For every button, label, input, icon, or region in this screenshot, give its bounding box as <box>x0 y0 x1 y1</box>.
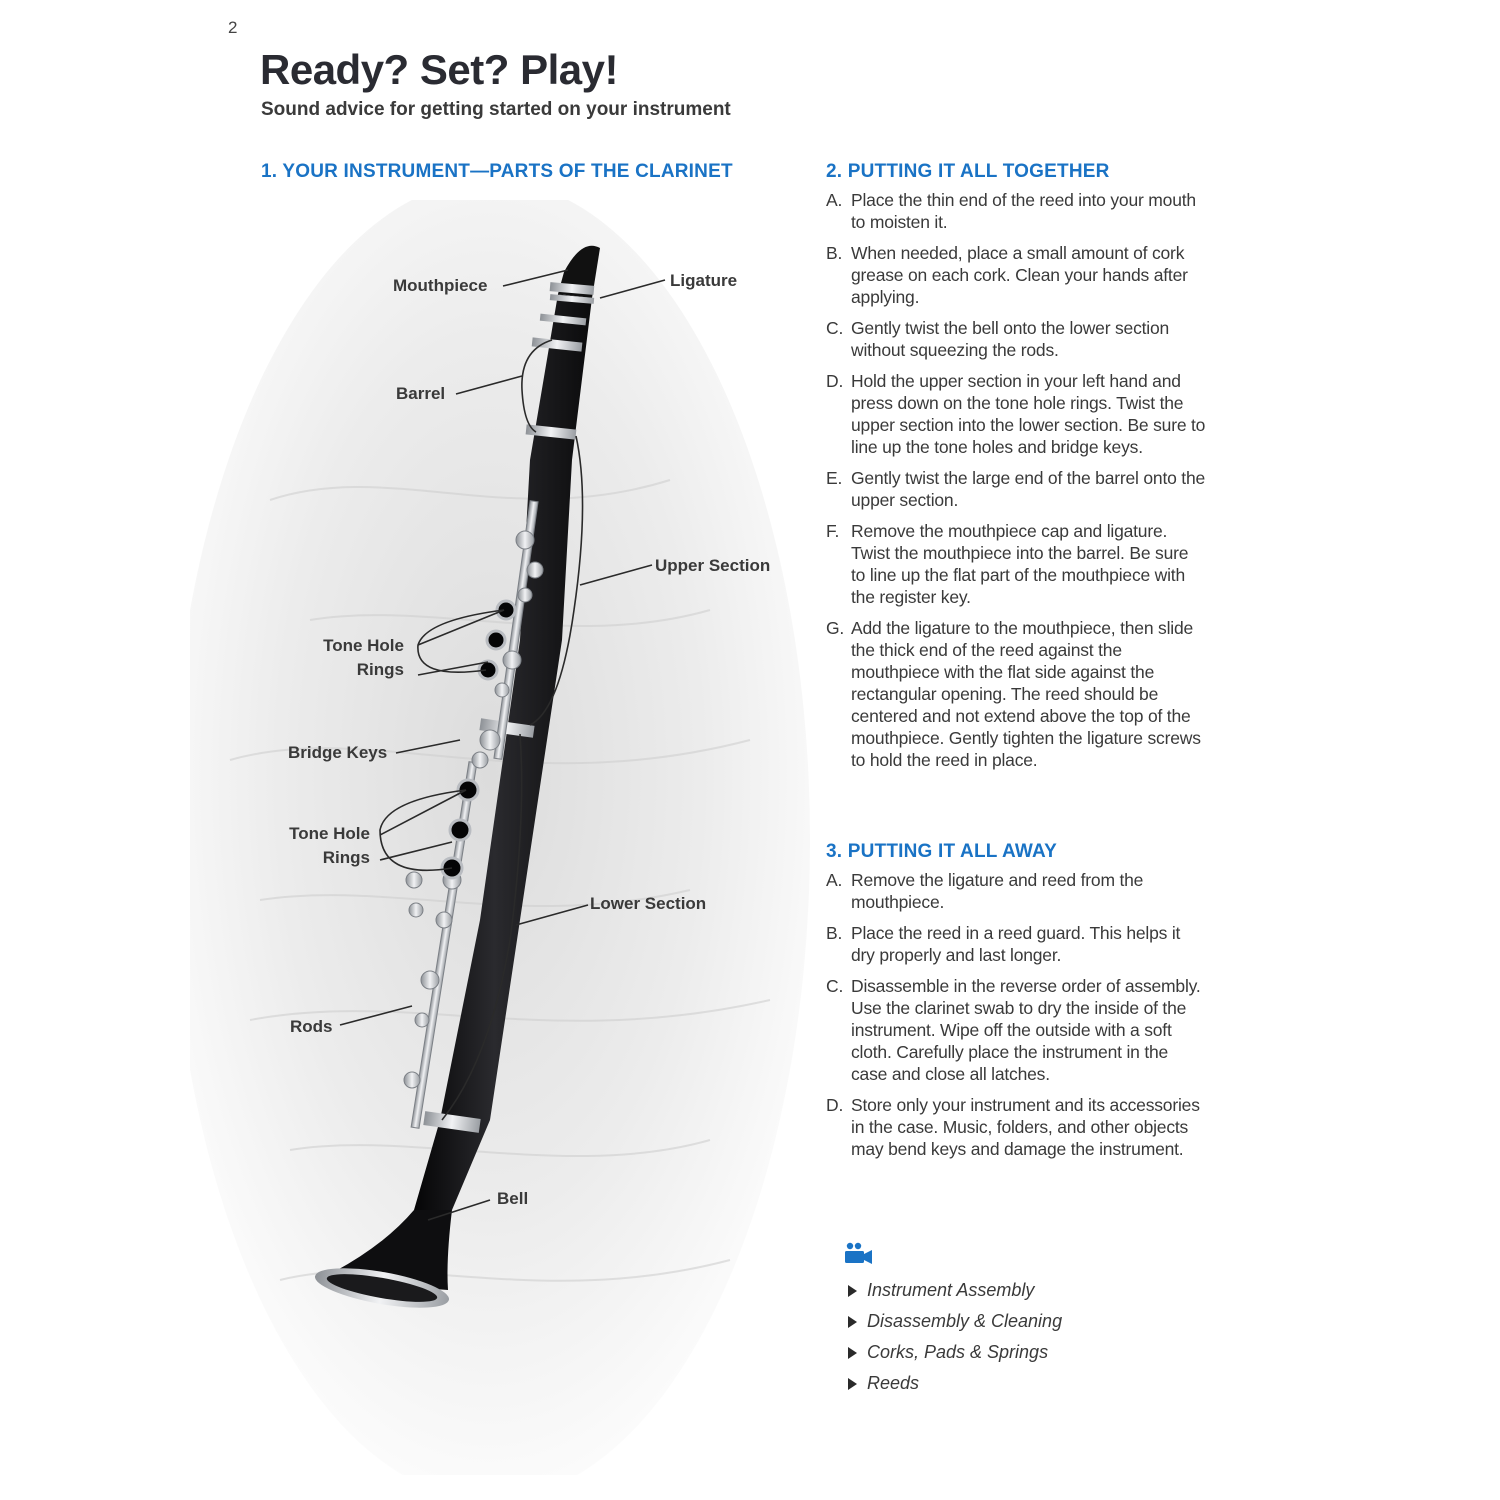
step-item: A.Place the thin end of the reed into yo… <box>826 190 1196 232</box>
barrel-leader <box>455 375 523 395</box>
step-item: D.Store only your instrument and its acc… <box>826 1095 1200 1159</box>
clarinet-body <box>314 245 600 1308</box>
bridge-keys-leader <box>395 739 461 754</box>
video-link-item[interactable]: Reeds <box>848 1368 1062 1399</box>
barrel-bracket <box>521 339 553 433</box>
step-item: G.Add the ligature to the mouthpiece, th… <box>826 618 1201 770</box>
bell-leader <box>427 1199 491 1221</box>
leader-lines <box>339 269 666 1221</box>
step-item: B.Place the reed in a reed guard. This h… <box>826 923 1181 965</box>
label-mouthpiece: Mouthpiece <box>393 276 488 295</box>
lower-section-leader <box>515 904 589 926</box>
label-ligature: Ligature <box>670 271 738 290</box>
upper-section-bracket <box>529 435 584 726</box>
tone-hole-upper-leader-2 <box>417 661 489 676</box>
clarinet-illustration <box>190 200 810 1475</box>
label-barrel: Barrel <box>396 384 446 403</box>
play-arrow-icon <box>848 1284 857 1297</box>
play-arrow-icon <box>848 1315 857 1328</box>
upper-section-leader <box>579 564 653 586</box>
page-title: Ready? Set? Play! <box>260 46 618 93</box>
page-subtitle: Sound advice for getting started on your… <box>261 99 731 120</box>
step-item: B.When needed, place a small amount of c… <box>826 243 1188 307</box>
step-item: A.Remove the ligature and reed from the … <box>826 870 1144 912</box>
play-arrow-icon <box>848 1377 857 1390</box>
step-item: C.Disassemble in the reverse order of as… <box>826 976 1201 1084</box>
video-camera-icon <box>844 1241 874 1265</box>
disassembly-steps-list: A.Remove the ligature and reed from the … <box>826 869 1206 1169</box>
step-item: D.Hold the upper section in your left ha… <box>826 371 1206 457</box>
video-link-item[interactable]: Instrument Assembly <box>848 1275 1062 1306</box>
label-tone-hole-rings-upper: Tone Hole Rings <box>323 636 404 679</box>
metal-rings <box>423 282 595 1133</box>
step-item: C.Gently twist the bell onto the lower s… <box>826 318 1170 360</box>
keywork <box>403 500 544 1129</box>
rods-leader <box>339 1005 413 1026</box>
label-rods: Rods <box>290 1017 333 1036</box>
label-tone-hole-rings-lower: Tone Hole Rings <box>289 824 370 867</box>
tone-hole-lower-leader-2 <box>379 841 453 861</box>
assembly-steps-list: A.Place the thin end of the reed into yo… <box>826 189 1206 780</box>
label-upper-section: Upper Section <box>655 556 771 575</box>
label-bell: Bell <box>497 1189 529 1208</box>
tone-hole-upper-leader-1 <box>417 609 505 646</box>
ligature-leader <box>599 279 666 299</box>
tone-hole-lower-bracket <box>379 789 467 872</box>
video-link-item[interactable]: Corks, Pads & Springs <box>848 1337 1062 1368</box>
section-heading-together: 2. PUTTING IT ALL TOGETHER <box>826 161 1110 182</box>
label-brackets <box>379 339 584 1121</box>
tube-shape <box>414 294 592 1210</box>
step-item: E.Gently twist the large end of the barr… <box>826 468 1206 510</box>
label-lower-section: Lower Section <box>590 894 707 913</box>
play-arrow-icon <box>848 1346 857 1359</box>
section-heading-parts: 1. YOUR INSTRUMENT—PARTS OF THE CLARINET <box>261 161 733 182</box>
tone-hole-lower-leader-1 <box>379 789 467 836</box>
clarinet-diagram: Mouthpiece Ligature Barrel Upper Section… <box>190 200 820 1475</box>
section-heading-away: 3. PUTTING IT ALL AWAY <box>826 841 1058 862</box>
video-links-list: Instrument Assembly Disassembly & Cleani… <box>848 1275 1062 1399</box>
video-link-item[interactable]: Disassembly & Cleaning <box>848 1306 1062 1337</box>
mouthpiece-leader <box>502 269 569 287</box>
step-item: F.Remove the mouthpiece cap and ligature… <box>826 521 1189 607</box>
page-number: 2 <box>228 18 238 37</box>
label-bridge-keys: Bridge Keys <box>288 743 388 762</box>
lower-section-bracket <box>441 733 523 1121</box>
